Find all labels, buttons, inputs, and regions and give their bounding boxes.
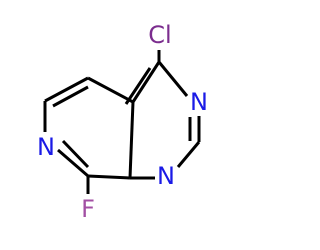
bond-c2-n1 (176, 141, 201, 168)
bond-c8-c8a (87, 174, 131, 180)
bond-c4a-c8a (128, 101, 135, 179)
bonds (43, 50, 201, 194)
bond-n7-c8 (57, 148, 89, 178)
bond-c4a-c5 (87, 76, 134, 104)
bond-c5-c6 (44, 76, 89, 103)
chemical-structure: Cl N N N F (37, 21, 208, 223)
bond-c4-c4a (131, 61, 161, 103)
fluorine-label: F (81, 195, 95, 223)
bond-c4-c4a-double (124, 67, 152, 105)
bond-n7-c8-double (61, 139, 90, 169)
bond-c4-n3 (157, 61, 189, 97)
chlorine-label: Cl (148, 21, 171, 49)
nitrogen-label-bottom: N (157, 162, 175, 190)
nitrogen-label-pyridine: N (37, 133, 55, 161)
nitrogen-label-top: N (190, 88, 208, 116)
bond-c5-c6-double (52, 85, 89, 108)
atom-labels: Cl N N N F (37, 21, 208, 223)
